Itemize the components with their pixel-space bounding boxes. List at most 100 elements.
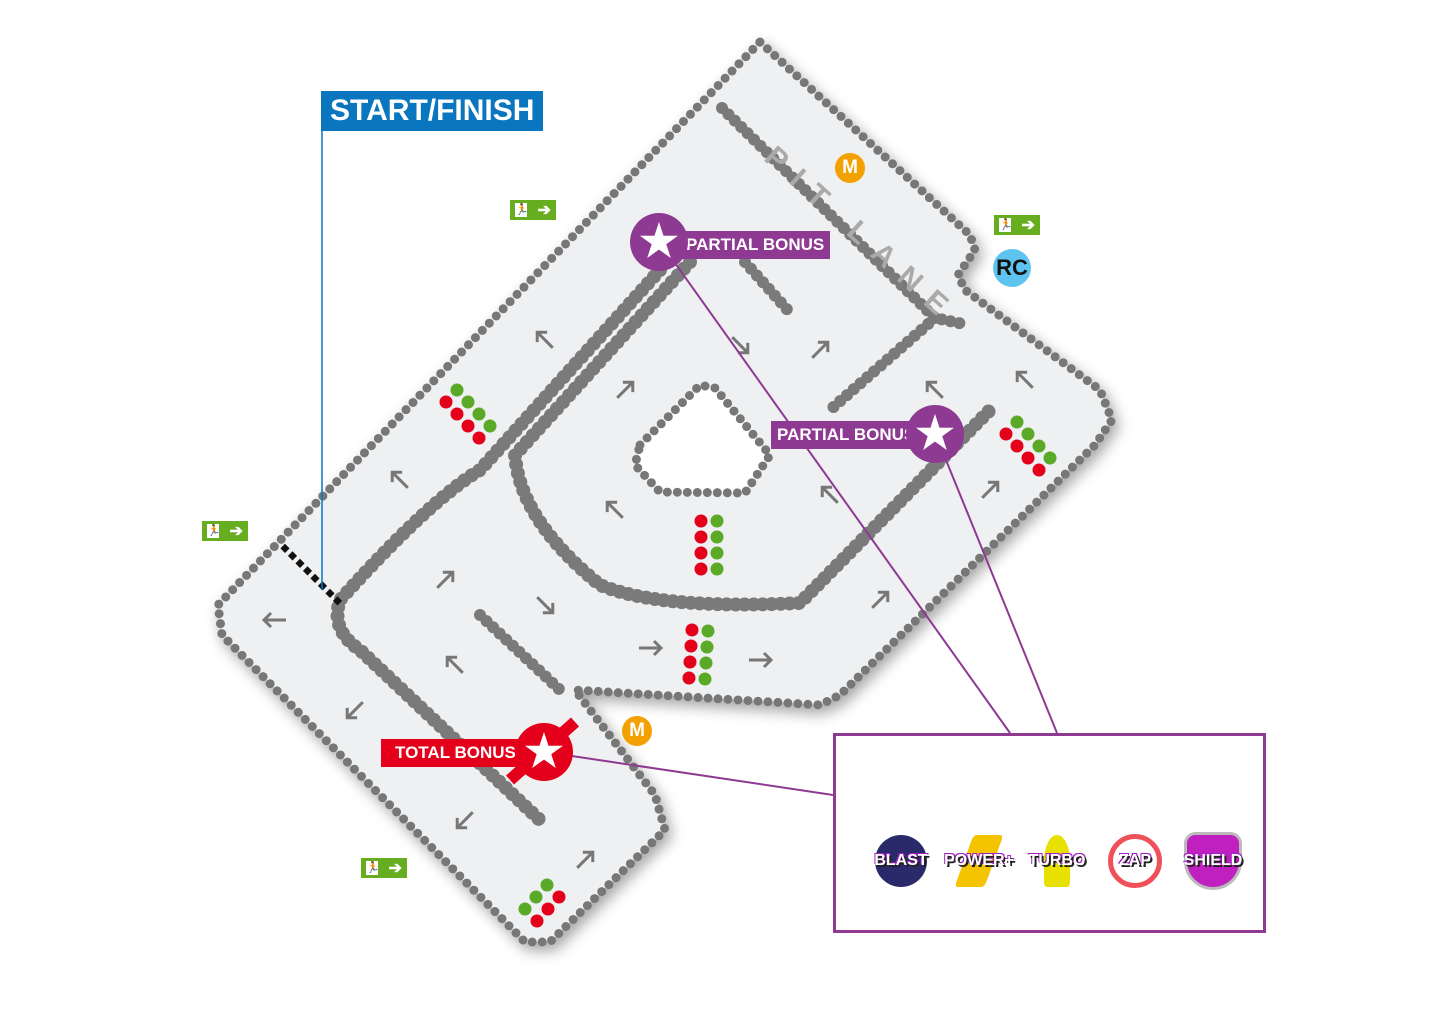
light-icon <box>540 878 554 892</box>
bonus-legend-box: BLAST POWER+ TURBO ZAP SHIELD <box>833 733 1266 933</box>
arrow-icon <box>390 470 409 489</box>
start-lights <box>439 383 1057 928</box>
arrow-icon <box>811 340 830 359</box>
bonus-shield: SHIELD <box>1178 831 1248 891</box>
light-icon <box>694 562 708 576</box>
track-walls <box>330 102 997 832</box>
exit-sign: 🏃➔ <box>361 858 407 878</box>
light-icon <box>1032 439 1046 453</box>
race-control-badge: RC <box>993 249 1031 287</box>
running-man-icon: 🏃 <box>999 218 1013 232</box>
arrow-icon <box>820 485 839 504</box>
light-icon <box>710 530 724 544</box>
arrow-icon <box>925 380 944 399</box>
direction-arrows <box>261 330 1034 869</box>
light-icon <box>682 671 696 685</box>
arrow-icon <box>576 850 595 869</box>
light-icon <box>1043 451 1057 465</box>
checkered-line <box>280 543 343 606</box>
checker-square <box>302 566 313 576</box>
partial-bonus-label: PARTIAL BONUS <box>680 231 831 259</box>
pit-wall-branch <box>824 312 941 416</box>
rocket-icon <box>1044 835 1070 887</box>
light-icon <box>1010 439 1024 453</box>
checker-square <box>280 543 290 553</box>
arrow-icon <box>616 380 635 399</box>
wall-left <box>330 263 667 832</box>
bonus-label: BLAST <box>874 852 928 869</box>
track-inner-island <box>630 380 776 498</box>
bonus-leader-lines <box>544 241 1058 796</box>
light-icon <box>700 640 714 654</box>
arrow-right-icon: ➔ <box>1021 217 1035 234</box>
wall-short <box>739 256 798 321</box>
running-man-icon: 🏃 <box>207 524 221 538</box>
marshal-badge: M <box>835 153 865 183</box>
running-man-icon: 🏃 <box>366 861 380 875</box>
light-icon <box>472 407 486 421</box>
light-icon <box>684 639 698 653</box>
light-icon <box>483 419 497 433</box>
checker-square <box>310 573 320 583</box>
arrow-icon <box>535 330 554 349</box>
arrow-icon <box>605 500 624 519</box>
light-icon <box>694 546 708 560</box>
arrow-icon <box>436 570 455 589</box>
arrow-icon <box>981 480 1000 499</box>
shield-icon <box>1184 832 1242 890</box>
light-icon <box>529 890 543 904</box>
arrow-icon <box>536 596 555 615</box>
light-icon <box>698 672 712 686</box>
light-icon <box>685 623 699 637</box>
bomb-icon <box>875 835 927 887</box>
arrow-right-icon: ➔ <box>537 202 551 219</box>
checker-square <box>287 551 298 561</box>
light-icon <box>1021 427 1035 441</box>
bonus-zap: ZAP <box>1100 831 1170 891</box>
target-icon <box>1108 834 1162 888</box>
star-icon: ★ <box>630 213 688 271</box>
bonus-label: TURBO <box>1028 852 1086 869</box>
arrow-icon <box>749 651 774 669</box>
arrow-icon <box>345 701 364 720</box>
light-icon <box>710 514 724 528</box>
light-icon <box>461 395 475 409</box>
total-bonus-label: TOTAL BONUS <box>381 739 530 767</box>
arrow-icon <box>1015 370 1034 389</box>
light-icon <box>472 431 486 445</box>
checker-square <box>332 596 343 606</box>
light-icon <box>710 546 724 560</box>
exit-sign: 🏃➔ <box>510 200 556 220</box>
wall-s-curve <box>507 255 997 612</box>
star-icon: ★ <box>906 405 964 463</box>
star-icon: ★ <box>515 723 573 781</box>
arrow-right-icon: ➔ <box>388 860 402 877</box>
arrow-right-icon: ➔ <box>229 523 243 540</box>
bonus-label: SHIELD <box>1183 852 1243 869</box>
partial-bonus-label: PARTIAL BONUS <box>771 421 922 449</box>
light-icon <box>710 562 724 576</box>
bonus-label: ZAP <box>1119 852 1151 869</box>
arrow-icon <box>871 590 890 609</box>
light-icon <box>541 902 555 916</box>
light-icon <box>1032 463 1046 477</box>
light-icon <box>699 656 713 670</box>
light-icon <box>518 902 532 916</box>
light-icon <box>694 530 708 544</box>
checker-square <box>295 558 305 568</box>
arrow-icon <box>445 655 464 674</box>
light-icon <box>999 427 1013 441</box>
light-icon <box>694 514 708 528</box>
light-icon <box>552 890 566 904</box>
arrow-icon <box>731 336 750 355</box>
light-icon <box>683 655 697 669</box>
bonus-turbo: TURBO <box>1022 831 1092 891</box>
light-icon <box>530 914 544 928</box>
light-icon <box>1010 415 1024 429</box>
bonus-blast: BLAST <box>866 831 936 891</box>
marshal-badge: M <box>622 716 652 746</box>
bonus-power: POWER+ <box>944 831 1014 891</box>
arrow-icon <box>455 811 474 830</box>
arrow-icon <box>639 639 664 657</box>
light-icon <box>1021 451 1035 465</box>
